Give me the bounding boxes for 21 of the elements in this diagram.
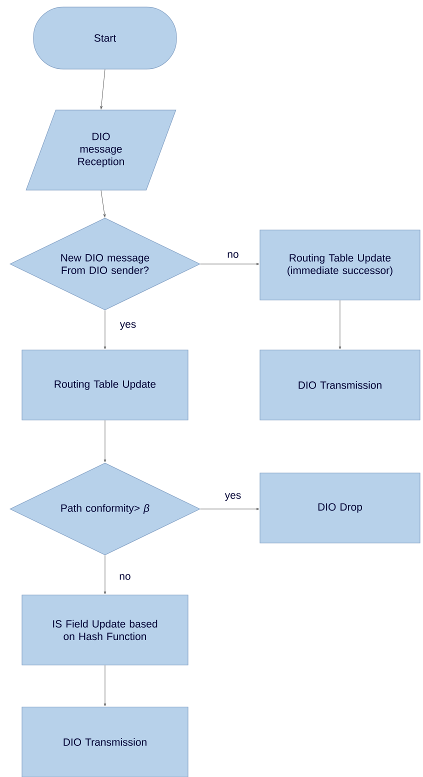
edge-label: yes — [118, 321, 138, 331]
process-box: DIO Transmission — [22, 706, 188, 777]
edge-label: yes — [224, 492, 242, 502]
arrow — [104, 665, 106, 706]
process-box: DIO Drop — [260, 472, 420, 544]
process-box: IS Field Update based on Hash Function — [22, 594, 188, 666]
edge-label: no — [118, 573, 132, 581]
arrow — [200, 508, 260, 510]
process-box: Routing Table Update — [22, 350, 188, 420]
arrow — [104, 310, 106, 350]
edge-label: no — [226, 251, 240, 259]
arrow — [104, 555, 106, 594]
input-parallelogram: DIO message Reception — [26, 110, 176, 190]
arrow — [100, 190, 106, 218]
arrow — [338, 300, 342, 350]
arrow — [104, 420, 106, 462]
process-box: DIO Transmission — [260, 350, 420, 420]
process-box: Routing Table Update (immediate successor) — [260, 230, 420, 300]
arrow — [200, 262, 260, 266]
arrow — [100, 69, 106, 110]
terminal-box: Start — [33, 6, 177, 70]
